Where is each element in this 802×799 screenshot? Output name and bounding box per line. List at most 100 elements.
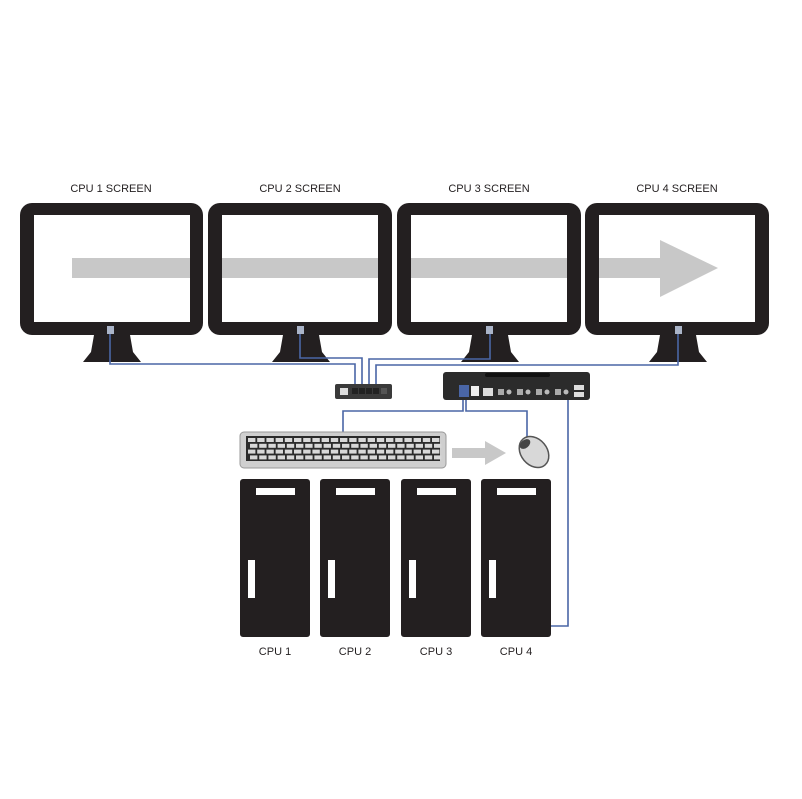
monitor-stand xyxy=(83,335,141,362)
keyboard-key xyxy=(434,455,442,460)
keyboard-key xyxy=(349,438,357,442)
keyboard-key xyxy=(330,438,339,442)
keyboard-key xyxy=(303,438,311,442)
keyboard-key xyxy=(369,443,377,448)
keyboard-key xyxy=(395,438,403,442)
keyboard-key xyxy=(275,449,283,454)
computer-3: CPU 3 xyxy=(401,479,471,658)
keyboard-key xyxy=(388,455,396,460)
keyboard-key xyxy=(340,438,348,442)
keyboard-key xyxy=(284,438,293,442)
keyboard-key xyxy=(286,455,295,460)
keyboard-key xyxy=(404,438,412,442)
keyboard-key xyxy=(397,455,405,460)
keyboard-key xyxy=(360,443,368,448)
keyboard-key xyxy=(275,438,283,442)
keyboard-key xyxy=(376,449,385,454)
monitor-label: CPU 3 SCREEN xyxy=(448,183,529,195)
computer-4: CPU 4 xyxy=(481,479,551,658)
keyboard-key xyxy=(321,449,329,454)
monitor-stand xyxy=(272,335,330,362)
keyboard-key xyxy=(378,443,387,448)
video-hub xyxy=(335,384,392,399)
keyboard-key xyxy=(422,449,431,454)
keyboard-key xyxy=(259,455,267,460)
video-port xyxy=(107,326,114,334)
keyboard-key xyxy=(312,438,320,442)
mouse-movement-arrow xyxy=(72,240,718,297)
keyboard-key xyxy=(415,455,423,460)
video-port xyxy=(675,326,682,334)
keyboard-key xyxy=(424,443,433,448)
computer-label: CPU 3 xyxy=(420,646,452,658)
keyboard-key xyxy=(349,449,357,454)
monitor-label: CPU 4 SCREEN xyxy=(636,183,717,195)
keyboard-key xyxy=(248,449,256,454)
keyboard-key xyxy=(286,443,295,448)
keyboard-key xyxy=(259,443,267,448)
keyboard-key xyxy=(378,455,387,460)
keyboard-key xyxy=(413,438,421,442)
keyboard-key xyxy=(360,455,368,460)
keyboard-key xyxy=(294,438,302,442)
keyboard-key xyxy=(250,455,258,460)
keyboard-key xyxy=(332,455,341,460)
arrow-to-mouse-icon xyxy=(452,441,506,465)
keyboard-key xyxy=(404,449,412,454)
keyboard-key xyxy=(406,443,414,448)
computer-label: CPU 2 xyxy=(339,646,371,658)
keyboard-key xyxy=(248,438,256,442)
keyboard-key xyxy=(342,455,350,460)
keyboard-key xyxy=(257,449,265,454)
keyboard-key xyxy=(266,449,274,454)
keyboard-key xyxy=(314,455,322,460)
usb-port xyxy=(459,385,469,397)
monitor-label: CPU 1 SCREEN xyxy=(70,183,151,195)
keyboard-key xyxy=(369,455,377,460)
keyboard-key xyxy=(257,438,265,442)
cables xyxy=(109,334,679,627)
keyboard-key xyxy=(376,438,385,442)
keyboard-key xyxy=(432,449,440,454)
keyboard-key xyxy=(351,443,359,448)
keyboard-key xyxy=(330,449,339,454)
mouse xyxy=(518,435,550,469)
keyboard xyxy=(239,431,447,469)
keyboard-key xyxy=(422,438,431,442)
kvm-switch xyxy=(443,372,590,400)
keyboard-key xyxy=(268,455,276,460)
network-port xyxy=(483,388,493,396)
keyboard-key xyxy=(413,449,421,454)
keyboard-key xyxy=(294,449,302,454)
keyboard-key xyxy=(434,443,442,448)
computer-label: CPU 4 xyxy=(500,646,532,658)
keyboard-key xyxy=(395,449,403,454)
keyboard-key xyxy=(415,443,423,448)
keyboard-key xyxy=(250,443,258,448)
computer-2: CPU 2 xyxy=(320,479,390,658)
keyboard-key xyxy=(305,455,313,460)
keyboard-key xyxy=(305,443,313,448)
keyboard-key xyxy=(323,443,331,448)
keyboard-key xyxy=(277,443,285,448)
keyboard-key xyxy=(332,443,341,448)
keyboard-key xyxy=(367,438,375,442)
monitor-label: CPU 2 SCREEN xyxy=(259,183,340,195)
keyboard-key xyxy=(321,438,329,442)
keyboard-key xyxy=(367,449,375,454)
keyboard-key xyxy=(323,455,331,460)
keyboard-key xyxy=(268,443,276,448)
video-port xyxy=(486,326,493,334)
keyboard-key xyxy=(386,449,394,454)
keyboard-key xyxy=(432,438,440,442)
keyboard-key xyxy=(388,443,396,448)
computer-label: CPU 1 xyxy=(259,646,291,658)
video-port xyxy=(297,326,304,334)
keyboard-key xyxy=(424,455,433,460)
keyboard-key xyxy=(397,443,405,448)
keyboard-key xyxy=(303,449,311,454)
keyboard-key xyxy=(386,438,394,442)
keyboard-key xyxy=(342,443,350,448)
keyboard-key xyxy=(296,443,304,448)
keyboard-key xyxy=(312,449,320,454)
